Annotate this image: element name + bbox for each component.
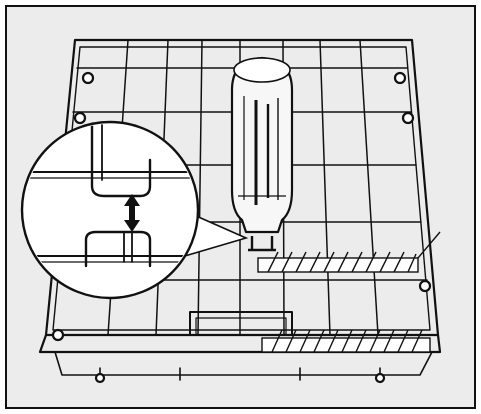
cutlery-spikes-front bbox=[261, 329, 431, 353]
height-adjust-arrow bbox=[124, 194, 140, 232]
magnified-callout bbox=[20, 120, 200, 300]
cutlery-spikes-rear bbox=[257, 231, 441, 273]
bottle bbox=[230, 56, 294, 252]
